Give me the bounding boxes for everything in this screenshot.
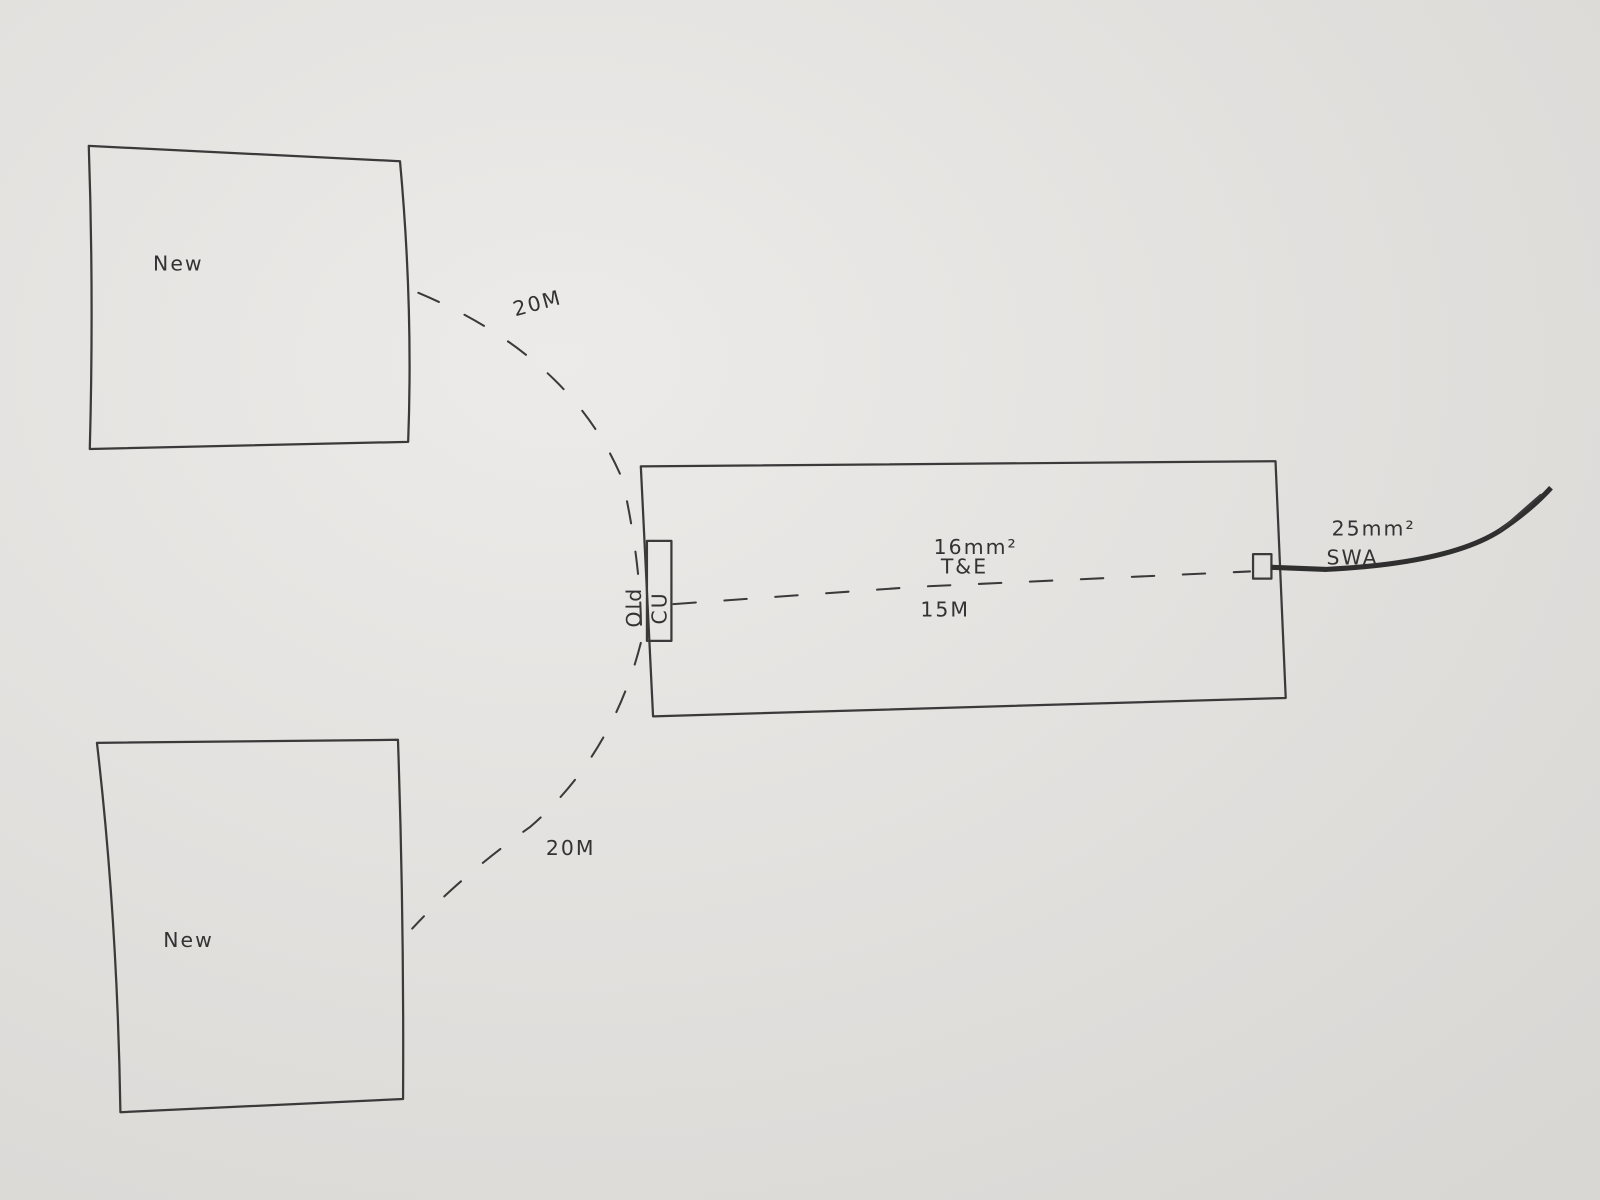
supply-cable-type: SWA <box>1327 545 1379 569</box>
building-top-new: New <box>87 144 411 451</box>
old-label: Old <box>622 587 646 628</box>
run-bottom-length: 20M <box>546 836 596 860</box>
building-bottom-new: New <box>95 738 405 1114</box>
internal-cable-length: 15M <box>920 597 970 621</box>
building-bottom-label: New <box>163 928 214 952</box>
supply-cable: 25mm² SWA <box>1271 486 1553 572</box>
building-top-label: New <box>153 251 204 275</box>
run-top <box>417 291 643 644</box>
internal-cable-size: 16mm² <box>934 535 1018 559</box>
cu-label: CU <box>647 591 671 624</box>
supply-entry-box <box>1251 552 1273 580</box>
run-bottom <box>411 641 642 930</box>
internal-cable-run <box>672 570 1252 606</box>
consumer-unit <box>645 539 673 642</box>
supply-cable-size: 25mm² <box>1332 517 1416 541</box>
internal-cable-type: T&E <box>940 554 988 578</box>
main-building: Old CU 16mm² T&E 15M <box>622 460 1287 718</box>
